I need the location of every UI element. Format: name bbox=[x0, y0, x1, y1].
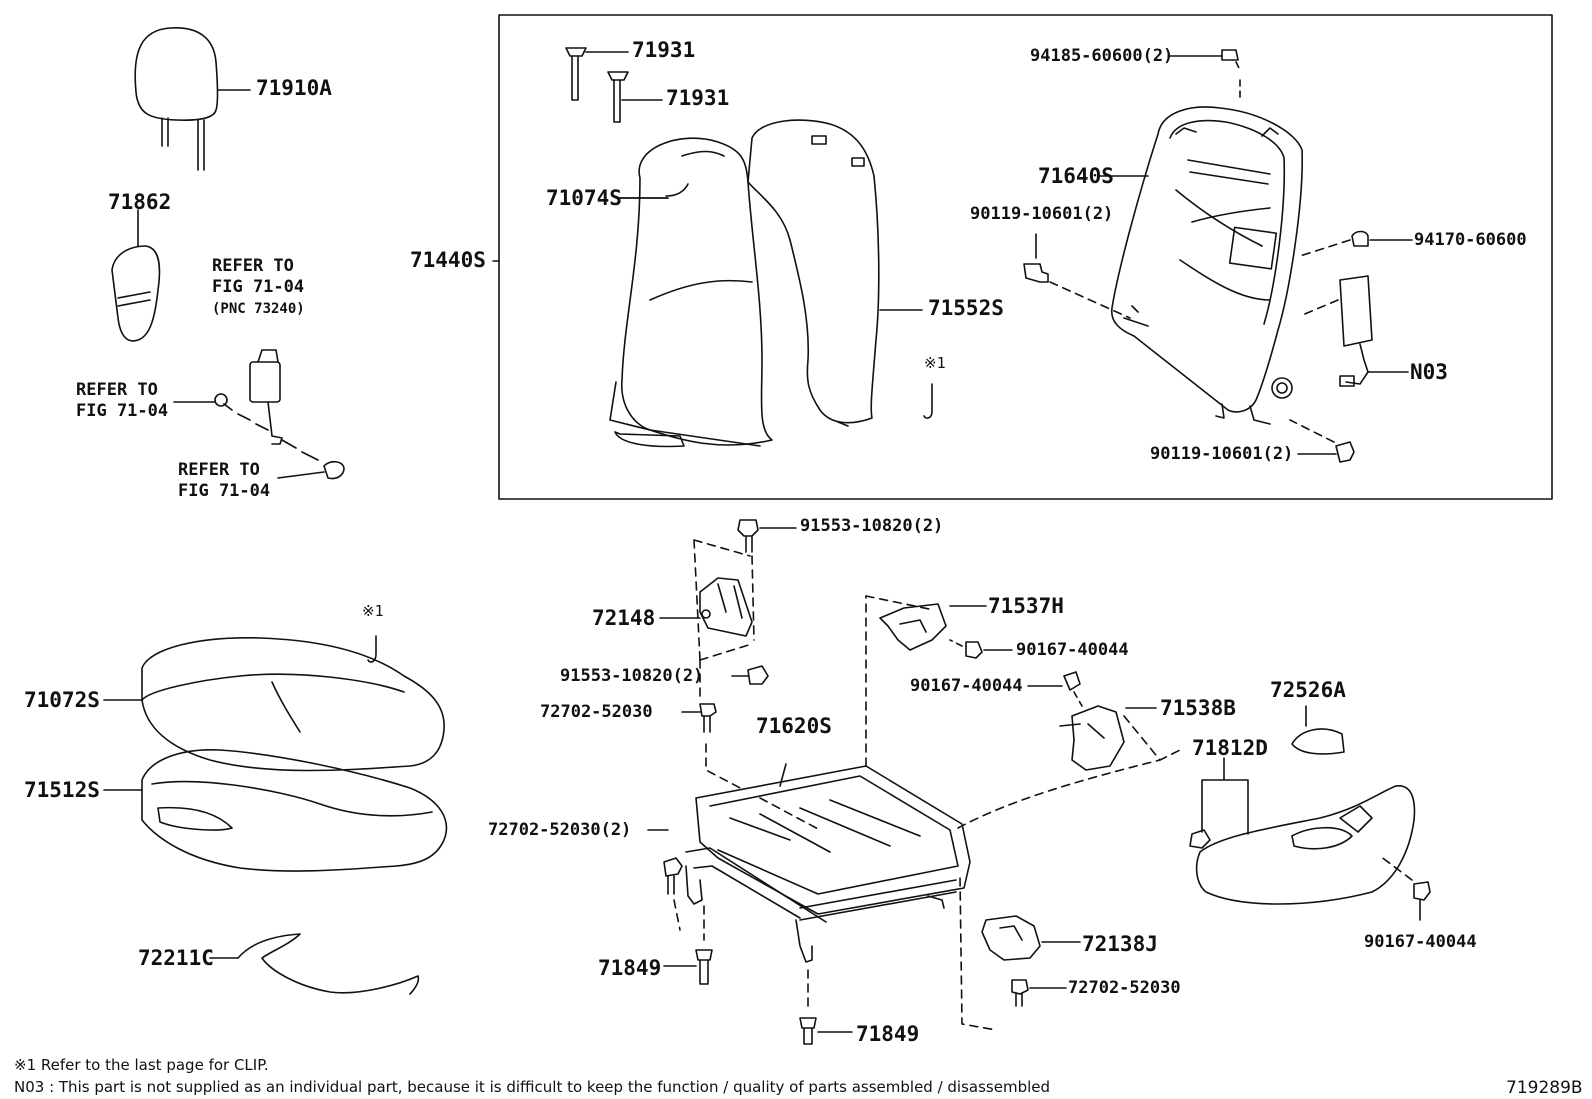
label-71537H: 71537H bbox=[988, 594, 1064, 618]
label-72138J: 72138J bbox=[1082, 932, 1158, 956]
shield-71812D-drawing bbox=[1189, 757, 1416, 905]
label-72148: 72148 bbox=[592, 606, 656, 630]
knob-72526A-drawing bbox=[1291, 705, 1345, 755]
bolt-90119-upper-drawing bbox=[1023, 233, 1131, 319]
label-N03: N03 bbox=[1410, 360, 1448, 384]
bolt-91553-upper-drawing bbox=[737, 519, 797, 553]
clip-mark-drawing bbox=[923, 383, 933, 419]
bolt-91553-lower-drawing bbox=[731, 665, 769, 685]
screw-90167-c-drawing bbox=[1379, 855, 1431, 921]
pin-71849-left-drawing bbox=[663, 905, 713, 985]
label-72526A: 72526A bbox=[1270, 678, 1346, 702]
label-71074S: 71074S bbox=[546, 186, 622, 210]
label-90119-upper: 90119-10601(2) bbox=[970, 204, 1114, 224]
ref2-line2: FIG 71-04 bbox=[76, 401, 169, 421]
bolt-72702-c-drawing bbox=[1011, 979, 1067, 1007]
label-90119-lower: 90119-10601(2) bbox=[1150, 444, 1294, 464]
bolt-94185-drawing bbox=[1167, 49, 1241, 101]
screw-90167-b-drawing bbox=[1027, 671, 1083, 707]
bolt-90119-lower-drawing bbox=[1289, 419, 1355, 463]
cushion-frame-drawing bbox=[685, 595, 1161, 1031]
label-71849-left: 71849 bbox=[598, 956, 662, 980]
cushion-pad-drawing bbox=[103, 749, 448, 872]
label-91553-lower: 91553-10820(2) bbox=[560, 666, 704, 686]
label-71931-lower: 71931 bbox=[666, 86, 730, 110]
cover-72138J-drawing bbox=[981, 915, 1081, 961]
airbag-N03-drawing bbox=[1299, 275, 1409, 387]
refer-to-fig-anchor-bolt: REFER TO FIG 71-04 bbox=[76, 380, 168, 422]
label-90167-40044-c: 90167-40044 bbox=[1364, 932, 1477, 952]
bracket-72148-drawing bbox=[659, 539, 755, 661]
label-71910A: 71910A bbox=[256, 76, 332, 100]
label-71931-upper: 71931 bbox=[632, 38, 696, 62]
label-72702-52030-lower: 72702-52030 bbox=[1068, 978, 1181, 998]
label-94185-60600: 94185-60600(2) bbox=[1030, 46, 1174, 66]
label-71538B: 71538B bbox=[1160, 696, 1236, 720]
cover-71537H-drawing bbox=[865, 595, 987, 651]
clip-mark-upper: ※1 bbox=[924, 354, 946, 372]
label-71620S: 71620S bbox=[756, 714, 832, 738]
label-90167-40044-a: 90167-40044 bbox=[1016, 640, 1129, 660]
ref1-line1: REFER TO bbox=[212, 256, 294, 276]
label-72702-52030-left: 72702-52030(2) bbox=[488, 820, 632, 840]
seatback-frame-drawing bbox=[1097, 106, 1303, 425]
ref2-line1: REFER TO bbox=[76, 380, 158, 400]
label-71812D: 71812D bbox=[1192, 736, 1268, 760]
label-71640S: 71640S bbox=[1038, 164, 1114, 188]
bolt-72702-a-drawing bbox=[681, 703, 821, 831]
seatback-pad-drawing bbox=[747, 119, 923, 427]
wire-72211C-drawing bbox=[209, 933, 420, 995]
label-71072S: 71072S bbox=[24, 688, 100, 712]
figure-id: 719289B bbox=[1506, 1078, 1583, 1098]
label-72702-52030-upper: 72702-52030 bbox=[540, 702, 653, 722]
seatback-cover-drawing bbox=[609, 137, 773, 448]
refer-to-fig-buckle: REFER TO FIG 71-04 (PNC 73240) bbox=[212, 256, 305, 320]
footnote-clip: ※1 Refer to the last page for CLIP. bbox=[14, 1056, 269, 1074]
cover-71538B-drawing bbox=[1059, 705, 1181, 771]
label-71849-right: 71849 bbox=[856, 1022, 920, 1046]
pin-71849-right-drawing bbox=[799, 969, 853, 1045]
clip-71931-drawing bbox=[565, 47, 663, 123]
ref1-line2: FIG 71-04 bbox=[212, 277, 305, 297]
refer-to-fig-anchor-plate: REFER TO FIG 71-04 bbox=[178, 460, 270, 502]
label-91553-upper: 91553-10820(2) bbox=[800, 516, 944, 536]
nut-94170-drawing bbox=[1299, 230, 1413, 257]
bolt-72702-b-drawing bbox=[647, 829, 683, 931]
label-72211C: 72211C bbox=[138, 946, 214, 970]
label-90167-40044-b: 90167-40044 bbox=[910, 676, 1023, 696]
ref3-line1: REFER TO bbox=[178, 460, 260, 480]
clip-mark-lower: ※1 bbox=[362, 602, 384, 620]
label-71862: 71862 bbox=[108, 190, 172, 214]
footnote-N03: N03 : This part is not supplied as an in… bbox=[14, 1078, 1051, 1096]
ref3-line2: FIG 71-04 bbox=[178, 481, 271, 501]
label-71512S: 71512S bbox=[24, 778, 100, 802]
seatbelt-buckle-drawing bbox=[173, 349, 345, 480]
headrest-bezel-drawing bbox=[111, 209, 161, 342]
screw-90167-a-drawing bbox=[949, 639, 1013, 659]
label-71440S: 71440S bbox=[410, 248, 486, 272]
seatback-group-frame bbox=[498, 14, 1553, 500]
headrest-drawing bbox=[134, 27, 251, 171]
label-71552S: 71552S bbox=[928, 296, 1004, 320]
label-94170-60600: 94170-60600 bbox=[1414, 230, 1527, 250]
cushion-cover-drawing bbox=[103, 635, 445, 772]
ref1-line3: (PNC 73240) bbox=[212, 301, 305, 317]
